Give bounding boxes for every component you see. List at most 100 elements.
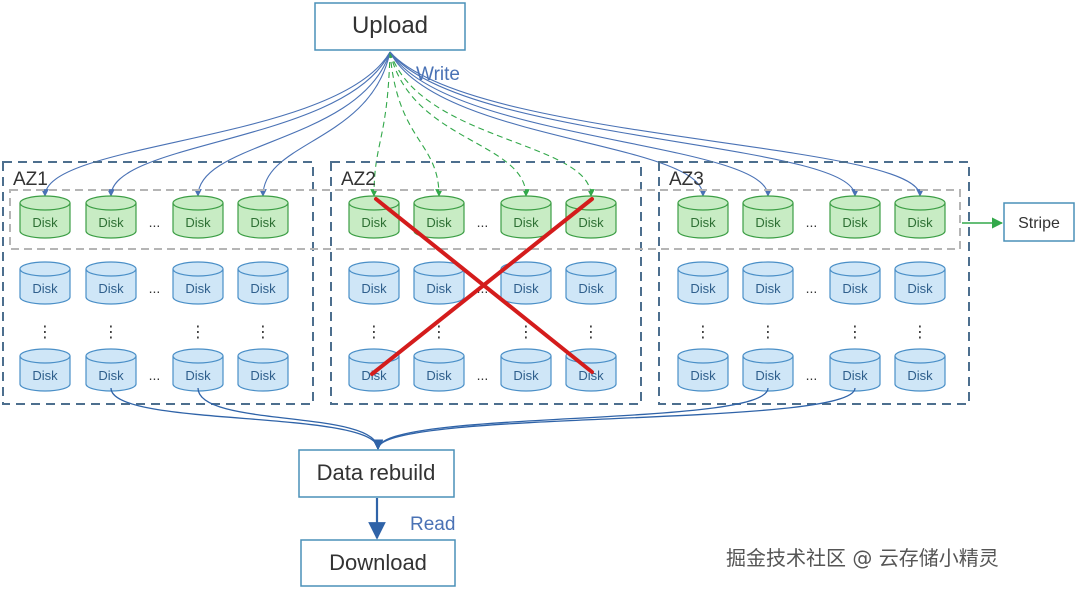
disk-icon: Disk bbox=[85, 195, 137, 239]
disk-icon: Disk bbox=[677, 261, 729, 305]
disk-icon: Disk bbox=[829, 261, 881, 305]
data-rebuild-node: Data rebuild bbox=[298, 449, 455, 498]
disk-label: Disk bbox=[690, 215, 716, 230]
zone-az1: AZ1 bbox=[2, 161, 314, 405]
disk-icon: Disk bbox=[742, 195, 794, 239]
disk-icon: Disk bbox=[19, 261, 71, 305]
rebuild-arrow bbox=[110, 387, 384, 451]
disk-label: Disk bbox=[842, 281, 868, 296]
rebuild-arrow bbox=[372, 387, 769, 451]
download-node: Download bbox=[300, 539, 456, 587]
disk-icon: Disk bbox=[413, 195, 465, 239]
disk-icon: Disk bbox=[348, 195, 400, 239]
disk-icon: Disk bbox=[500, 348, 552, 392]
disk-label: Disk bbox=[361, 368, 387, 383]
vertical-ellipsis: ⋮ bbox=[37, 324, 53, 341]
write-arrow bbox=[389, 51, 859, 197]
disk-label: Disk bbox=[578, 215, 604, 230]
vertical-ellipsis: ⋮ bbox=[103, 324, 119, 341]
rebuild-arrow bbox=[372, 387, 856, 451]
disk-label: Disk bbox=[98, 281, 124, 296]
disk-icon: Disk bbox=[237, 348, 289, 392]
disk-icon: Disk bbox=[894, 261, 946, 305]
upload-label: Upload bbox=[352, 12, 428, 39]
vertical-ellipsis: ⋮ bbox=[847, 324, 863, 341]
ellipsis: ... bbox=[149, 280, 161, 296]
disk-label: Disk bbox=[185, 281, 211, 296]
stripe-band bbox=[9, 189, 961, 250]
disk-label: Disk bbox=[907, 281, 933, 296]
disk-icon: Disk bbox=[742, 261, 794, 305]
vertical-ellipsis: ⋮ bbox=[255, 324, 271, 341]
disk-label: Disk bbox=[361, 281, 387, 296]
download-label: Download bbox=[329, 550, 427, 575]
disk-icon: Disk bbox=[413, 261, 465, 305]
vertical-ellipsis: ⋮ bbox=[190, 324, 206, 341]
disk-icon: Disk bbox=[237, 195, 289, 239]
disk-icon: Disk bbox=[677, 195, 729, 239]
disk-label: Disk bbox=[513, 281, 539, 296]
write-arrow bbox=[389, 51, 443, 197]
disk-label: Disk bbox=[755, 215, 781, 230]
disk-label: Disk bbox=[578, 368, 604, 383]
rebuild-arrows bbox=[110, 387, 856, 451]
disk-label: Disk bbox=[32, 368, 58, 383]
write-arrow bbox=[370, 51, 391, 197]
write-arrow bbox=[107, 51, 391, 197]
disk-icon: Disk bbox=[829, 195, 881, 239]
zone-az2: AZ2 bbox=[330, 161, 642, 405]
disk-label: Disk bbox=[250, 281, 276, 296]
disk-label: Disk bbox=[250, 368, 276, 383]
disk-icon: Disk bbox=[172, 348, 224, 392]
vertical-ellipsis: ⋮ bbox=[431, 324, 447, 341]
disk-label: Disk bbox=[755, 368, 781, 383]
disk-label: Disk bbox=[361, 215, 387, 230]
disk-label: Disk bbox=[426, 281, 452, 296]
disk-label: Disk bbox=[185, 368, 211, 383]
disk-icon: Disk bbox=[742, 348, 794, 392]
rebuild-arrow bbox=[197, 387, 384, 451]
disk-label: Disk bbox=[690, 281, 716, 296]
disk-label: Disk bbox=[907, 215, 933, 230]
write-arrow bbox=[389, 51, 595, 197]
read-label: Read bbox=[410, 514, 455, 535]
ellipsis: ... bbox=[806, 367, 818, 383]
disk-icon: Disk bbox=[237, 261, 289, 305]
failure-cross bbox=[370, 197, 594, 376]
write-arrow bbox=[41, 51, 391, 197]
write-arrow bbox=[259, 51, 391, 197]
disk-label: Disk bbox=[426, 215, 452, 230]
disk-label: Disk bbox=[513, 215, 539, 230]
disk-icon: Disk bbox=[348, 261, 400, 305]
ellipsis: ... bbox=[806, 280, 818, 296]
disk-icon: Disk bbox=[894, 348, 946, 392]
disk-icon: Disk bbox=[500, 195, 552, 239]
vertical-ellipsis: ⋮ bbox=[912, 324, 928, 341]
disk-label: Disk bbox=[690, 368, 716, 383]
zone-label: AZ1 bbox=[13, 169, 48, 190]
data-rebuild-label: Data rebuild bbox=[317, 460, 436, 485]
stripe-node: Stripe bbox=[1003, 202, 1075, 242]
disk-label: Disk bbox=[32, 281, 58, 296]
stripe-label: Stripe bbox=[1018, 215, 1060, 232]
zone-label: AZ2 bbox=[341, 169, 376, 190]
write-arrow bbox=[389, 51, 772, 197]
write-arrows bbox=[41, 51, 924, 197]
ellipsis: ... bbox=[806, 214, 818, 230]
zone-label: AZ3 bbox=[669, 169, 704, 190]
disk-label: Disk bbox=[842, 368, 868, 383]
disk-label: Disk bbox=[250, 215, 276, 230]
disk-icon: Disk bbox=[172, 261, 224, 305]
watermark-text: 掘金技术社区 @ 云存储小精灵 bbox=[726, 546, 999, 570]
disk-label: Disk bbox=[842, 215, 868, 230]
upload-node: Upload bbox=[314, 2, 466, 51]
disk-icon: Disk bbox=[85, 348, 137, 392]
vertical-ellipsis: ⋮ bbox=[366, 324, 382, 341]
disk-label: Disk bbox=[98, 368, 124, 383]
disk-icon: Disk bbox=[172, 195, 224, 239]
disk-icon: Disk bbox=[565, 261, 617, 305]
disk-label: Disk bbox=[32, 215, 58, 230]
disk-icon: Disk bbox=[677, 348, 729, 392]
disk-label: Disk bbox=[185, 215, 211, 230]
